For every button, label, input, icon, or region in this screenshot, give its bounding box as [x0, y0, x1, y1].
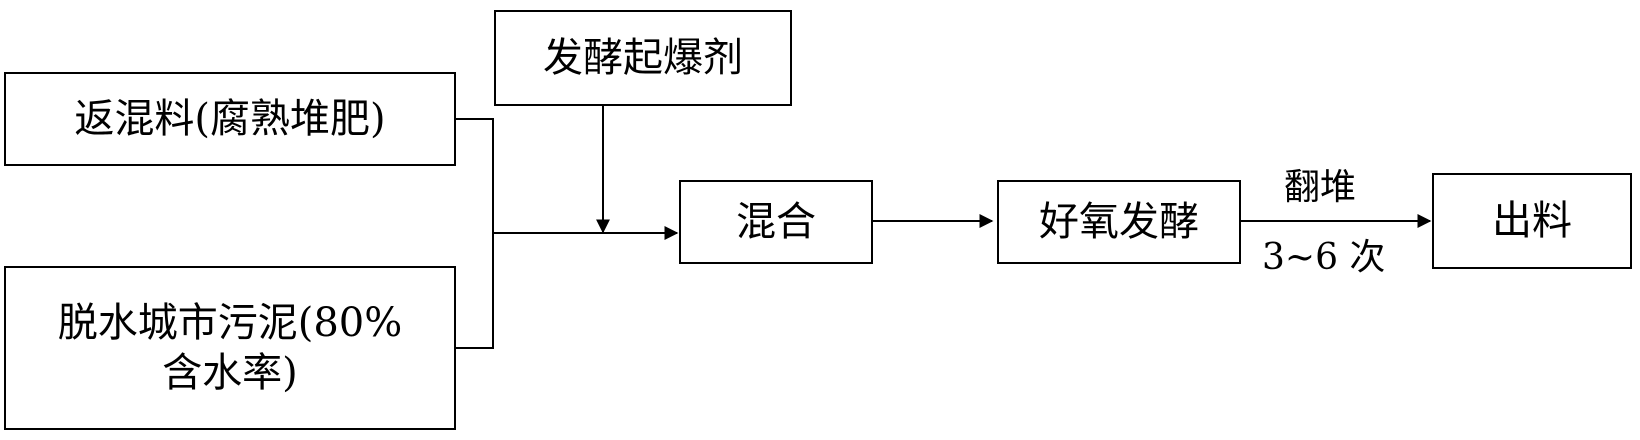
starter-box: 发酵起爆剂	[494, 10, 792, 106]
turn-label: 翻堆	[1284, 167, 1357, 208]
starter-label: 发酵起爆剂	[543, 35, 743, 81]
return-mix-label: 返混料(腐熟堆肥)	[74, 96, 386, 142]
sludge-box: 脱水城市污泥(80% 含水率)	[4, 266, 456, 430]
aerobic-box: 好氧发酵	[997, 180, 1241, 264]
input-bracket-line	[455, 118, 494, 349]
mixing-label: 混合	[736, 199, 816, 245]
mixing-box: 混合	[679, 180, 873, 264]
sludge-label: 脱水城市污泥(80% 含水率)	[57, 300, 403, 396]
return-mix-box: 返混料(腐熟堆肥)	[4, 72, 456, 166]
output-box: 出料	[1432, 173, 1632, 269]
output-label: 出料	[1492, 198, 1572, 244]
turn-count-label: 3~6 次	[1262, 237, 1386, 278]
aerobic-label: 好氧发酵	[1039, 199, 1199, 245]
